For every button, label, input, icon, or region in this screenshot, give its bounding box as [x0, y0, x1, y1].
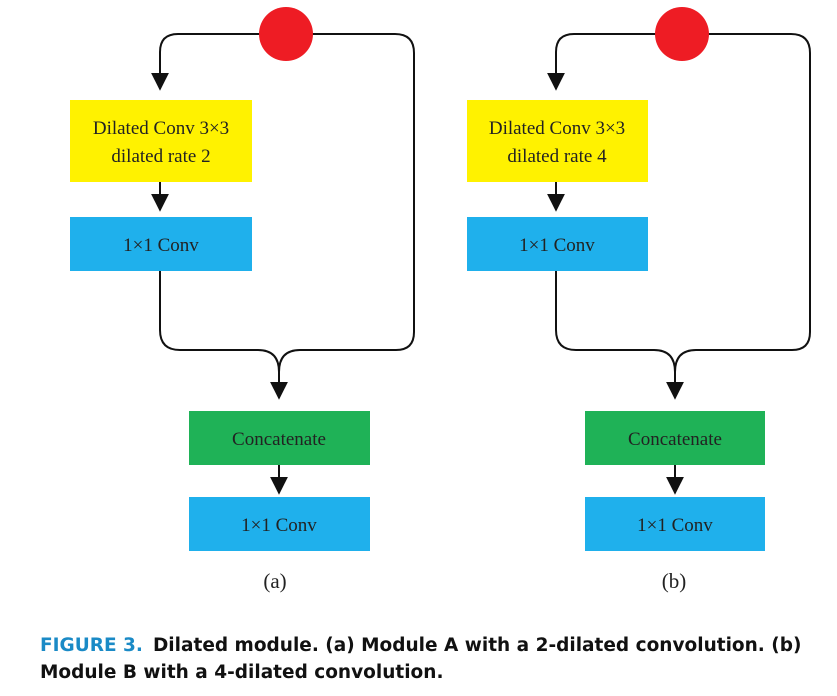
module-b-conv2-box — [585, 497, 765, 551]
module-b-dilated-conv-line1: Dilated Conv 3×3 — [489, 118, 625, 139]
module-b-dilated-conv-box — [467, 100, 648, 182]
module-b-dilated-conv-line2: dilated rate 4 — [507, 146, 607, 167]
module-b-conv1-label: 1×1 Conv — [519, 235, 595, 256]
figure-caption-text: Dilated module. (a) Module A with a 2-di… — [40, 635, 802, 683]
module-b-label: (b) — [662, 569, 687, 593]
module-a-input-node — [259, 7, 313, 61]
module-a-concat-label: Concatenate — [232, 429, 326, 450]
dilated-module-diagram: Dilated Conv 3×3 dilated rate 2 1×1 Conv… — [70, 7, 811, 593]
module-a: Dilated Conv 3×3 dilated rate 2 1×1 Conv… — [70, 7, 415, 593]
module-b-input-node — [655, 7, 709, 61]
module-a-conv2-label: 1×1 Conv — [241, 515, 317, 536]
figure-number: FIGURE 3. — [40, 635, 143, 656]
module-a-concat-box — [189, 411, 370, 465]
module-b-concat-box — [585, 411, 765, 465]
module-a-dilated-conv-line2: dilated rate 2 — [111, 146, 210, 167]
module-a-conv2-box — [189, 497, 370, 551]
module-b-right-branch — [666, 33, 811, 400]
module-a-conv1-box — [70, 217, 252, 271]
module-a-conv1-label: 1×1 Conv — [123, 235, 199, 256]
module-a-dilated-conv-line1: Dilated Conv 3×3 — [93, 118, 229, 139]
module-b: Dilated Conv 3×3 dilated rate 4 1×1 Conv… — [467, 7, 811, 593]
module-b-concat-label: Concatenate — [628, 429, 722, 450]
module-a-right-branch — [270, 33, 415, 400]
module-b-conv2-label: 1×1 Conv — [637, 515, 713, 536]
module-b-conv-to-merge — [555, 271, 676, 373]
module-b-conv1-box — [467, 217, 648, 271]
module-b-left-branch — [547, 33, 658, 91]
figure-caption: FIGURE 3.Dilated module. (a) Module A wi… — [40, 632, 830, 686]
module-a-dilated-conv-box — [70, 100, 252, 182]
module-a-left-branch — [151, 33, 262, 91]
module-a-conv-to-merge — [159, 271, 280, 373]
module-a-label: (a) — [263, 569, 286, 593]
